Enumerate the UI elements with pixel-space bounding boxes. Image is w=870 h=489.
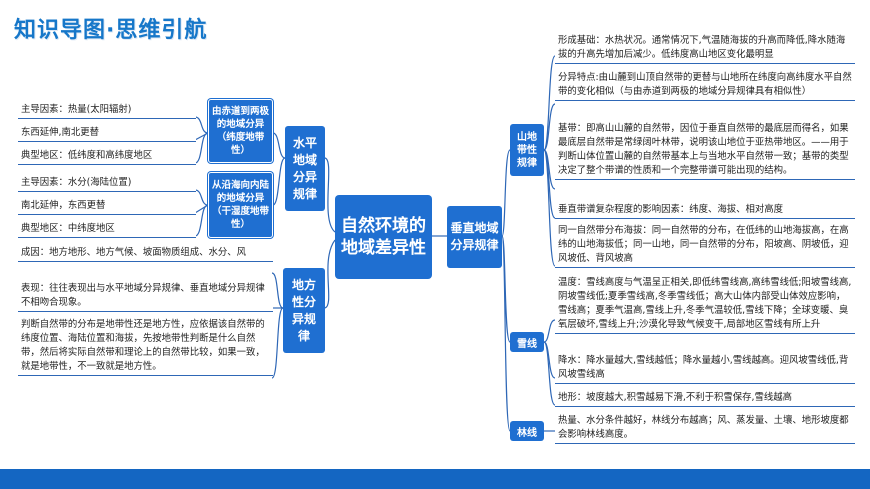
- local-item: 判断自然带的分布是地带性还是地方性，应依据该自然带的纬度位置、海陆位置和海拔，先…: [18, 318, 273, 376]
- center-node: 自然环境的地域差异性: [335, 195, 432, 279]
- sea-item: 主导因素：水分(海陆位置): [18, 176, 196, 192]
- horizontal-node: 水平地域分异规律: [285, 126, 325, 211]
- snowline-node: 雪线: [510, 332, 544, 352]
- vertical-label: 垂直地域分异规律: [450, 221, 499, 252]
- treeline-label: 林线: [517, 427, 537, 439]
- horizontal-label: 水平地域分异规律: [292, 135, 317, 201]
- lat-item: 典型地区：低纬度和高纬度地区: [18, 149, 196, 165]
- sea-zonality-label: 从沿海向内陆的地域分异（干湿度地带性）: [211, 180, 269, 230]
- belt-item: 形成基础：水热状况。通常情况下,气温随海拔的升高而降低,降水随海拔的升高先增加后…: [555, 34, 855, 64]
- snowline-item: 温度：雪线高度与气温呈正相关,即低纬雪线高,高纬雪线低;阳坡雪线高,阴坡雪线低;…: [555, 276, 855, 334]
- lat-zonality-label: 由赤道到两极的地域分异（纬度地带性）: [211, 106, 269, 156]
- sea-item: 典型地区：中纬度地区: [18, 222, 196, 238]
- snowline-label: 雪线: [517, 338, 537, 350]
- local-node: 地方性分异规律: [283, 268, 325, 353]
- lat-zonality-node: 由赤道到两极的地域分异（纬度地带性）: [208, 99, 273, 163]
- center-label: 自然环境的地域差异性: [341, 216, 426, 258]
- bottom-bar: [0, 469, 870, 489]
- vertical-node: 垂直地域分异规律: [447, 206, 502, 268]
- lat-item: 东西延伸,南北更替: [18, 126, 196, 142]
- treeline-node: 林线: [510, 421, 544, 441]
- snowline-item: 地形：坡度越大,积雪越易下滑,不利于积雪保存,雪线越高: [555, 391, 855, 407]
- sea-item: 南北延伸，东西更替: [18, 199, 196, 215]
- treeline-item: 热量、水分条件越好，林线分布越高；风、蒸发量、土壤、地形坡度都会影响林线高度。: [555, 414, 855, 444]
- belt-node: 山地带性规律: [510, 124, 544, 176]
- belt-label: 山地带性规律: [517, 131, 537, 169]
- local-item: 表现：往往表现出与水平地域分异规律、垂直地域分异规律不相吻合现象。: [18, 282, 273, 312]
- lat-item: 主导因素：热量(太阳辐射): [18, 103, 196, 119]
- local-item: 成因：地方地形、地方气候、坡面物质组成、水分、风: [18, 246, 273, 262]
- snowline-item: 降水：降水量越大,雪线越低；降水量越小,雪线越高。迎风坡雪线低,背风坡雪线高: [555, 354, 855, 384]
- sea-zonality-node: 从沿海向内陆的地域分异（干湿度地带性）: [208, 172, 273, 238]
- belt-item: 同一自然带分布海拔：同一自然带的分布，在低纬的山地海拔高，在高纬的山地海拔低；同…: [555, 224, 855, 268]
- belt-item: 垂直带谱复杂程度的影响因素：纬度、海拔、相对高度: [555, 203, 855, 219]
- belt-item: 基带：即高山山麓的自然带，因位于垂直自然带的最底层而得名，如果最底层自然带是常绿…: [555, 122, 855, 180]
- page-title: 知识导图·思维引航: [14, 18, 208, 43]
- local-label: 地方性分异规律: [291, 277, 316, 343]
- belt-item: 分异特点:由山麓到山顶自然带的更替与山地所在纬度向高纬度水平自然带的变化相似（与…: [555, 71, 855, 101]
